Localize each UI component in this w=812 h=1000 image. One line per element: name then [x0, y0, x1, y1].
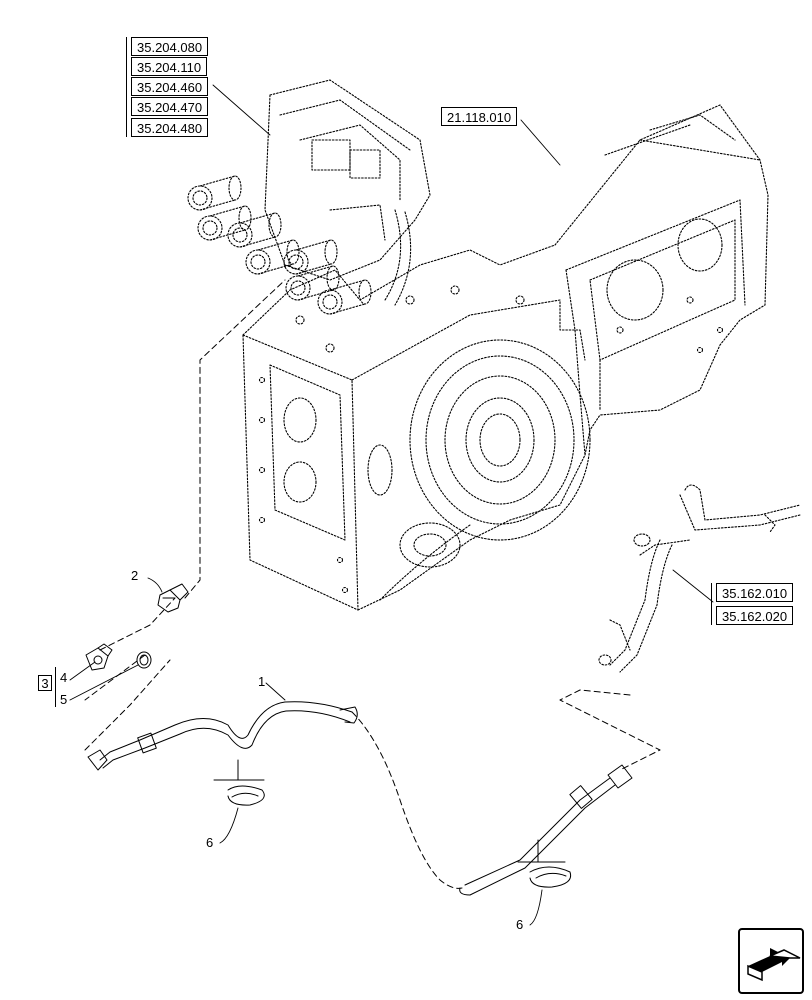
callout-3[interactable]: 3	[38, 675, 52, 691]
pipe-assembly	[598, 484, 801, 673]
hose-routing-line	[84, 279, 661, 889]
callout-4[interactable]: 4	[60, 670, 68, 685]
callout-5[interactable]: 5	[60, 692, 68, 707]
next-page-button[interactable]	[738, 928, 804, 994]
callout-1[interactable]: 1	[258, 674, 266, 689]
reference-35-204-470[interactable]: 35.204.470	[131, 97, 209, 116]
transmission-housing	[242, 104, 769, 611]
reference-35-162-010[interactable]: 35.162.010	[716, 583, 794, 602]
elbow-fitting-4	[85, 643, 113, 671]
hydraulic-hose-1	[87, 701, 633, 896]
callout-6-clamp-right[interactable]: 6	[516, 917, 524, 932]
callout-bracket	[55, 667, 59, 707]
remote-valve-block	[264, 79, 431, 306]
callout-2[interactable]: 2	[131, 568, 139, 583]
o-ring-5	[136, 651, 152, 669]
reference-21-118-010[interactable]: 21.118.010	[441, 107, 518, 126]
next-page-arrow-icon	[747, 948, 801, 982]
reference-35-204-460[interactable]: 35.204.460	[131, 77, 209, 96]
quick-coupler-set	[187, 175, 372, 315]
reference-bracket	[126, 37, 130, 137]
leader-lines	[69, 84, 714, 926]
reference-35-162-020[interactable]: 35.162.020	[716, 606, 794, 625]
reference-35-204-480[interactable]: 35.204.480	[131, 118, 209, 137]
fitting-2	[157, 583, 189, 613]
reference-35-204-110[interactable]: 35.204.110	[131, 57, 208, 76]
callout-6-clamp-left[interactable]: 6	[206, 835, 214, 850]
hose-clamp-6a	[213, 759, 265, 806]
hose-clamp-6b	[517, 839, 572, 888]
reference-35-204-080[interactable]: 35.204.080	[131, 37, 209, 56]
reference-bracket	[711, 583, 715, 625]
